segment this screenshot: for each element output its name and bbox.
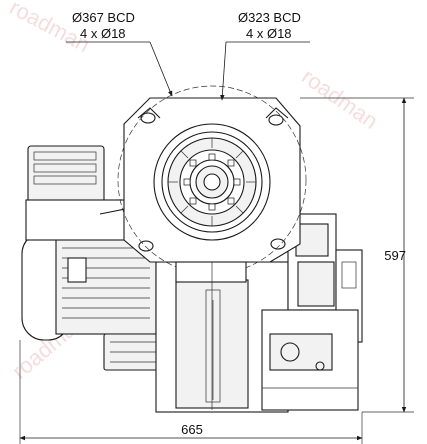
right-bcd-label: Ø323 BCD [238, 10, 301, 25]
bcd-callouts [66, 41, 310, 101]
watermark-text-2: roadman [297, 64, 382, 134]
width-dimension-label: 665 [181, 422, 203, 437]
height-dimension [300, 97, 414, 413]
left-holes-label: 4 x Ø18 [80, 26, 126, 41]
gas-valve-train [261, 213, 363, 411]
width-dimension [19, 340, 363, 444]
blast-tube-outlet [153, 123, 271, 241]
height-dimension-label: 597 [384, 248, 406, 263]
right-holes-label: 4 x Ø18 [246, 26, 292, 41]
left-bcd-label: Ø367 BCD [72, 10, 135, 25]
